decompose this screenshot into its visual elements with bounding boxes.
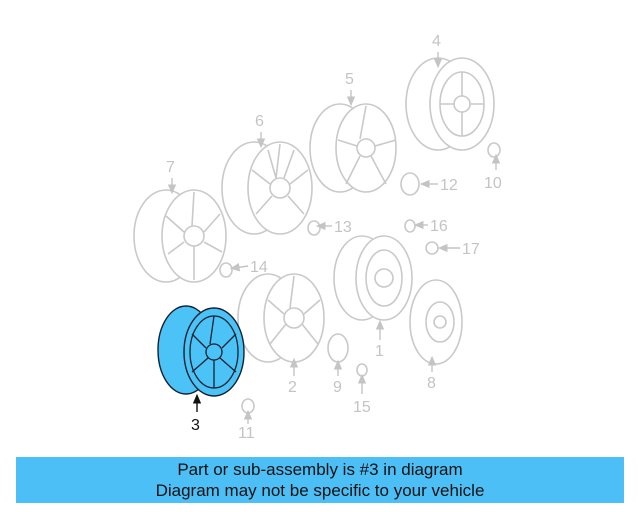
callout-3: 3 <box>191 417 200 434</box>
callout-16: 16 <box>430 218 448 235</box>
callout-11: 11 <box>238 425 255 442</box>
banner-line-2: Diagram may not be specific to your vehi… <box>155 481 485 500</box>
hubcap-8 <box>409 279 463 365</box>
wheel-3-highlighted[interactable] <box>157 305 245 397</box>
callout-10: 10 <box>484 175 502 192</box>
callout-7: 7 <box>166 159 175 176</box>
info-banner: Part or sub-assembly is #3 in diagram Di… <box>16 457 624 503</box>
wheel-6 <box>221 141 313 235</box>
parts-diagram: 4 5 6 7 10 12 13 16 17 14 1 2 9 8 15 11 … <box>133 33 502 442</box>
banner-line-1: Part or sub-assembly is #3 in diagram <box>177 460 463 479</box>
callout-9: 9 <box>333 379 342 396</box>
small-parts <box>219 142 501 414</box>
callout-12: 12 <box>440 177 458 194</box>
wheel-4 <box>405 57 495 151</box>
callout-13: 13 <box>334 219 352 236</box>
wheel-1 <box>333 235 413 321</box>
callout-14: 14 <box>250 259 268 276</box>
leader-lines <box>167 52 501 424</box>
callout-5: 5 <box>345 71 354 88</box>
callout-2: 2 <box>288 379 297 396</box>
callout-17: 17 <box>462 241 480 258</box>
wheel-7 <box>133 189 227 283</box>
callout-6: 6 <box>255 113 264 130</box>
wheel-5 <box>309 103 397 193</box>
callout-8: 8 <box>427 375 436 392</box>
wheel-2 <box>237 273 325 363</box>
callout-1: 1 <box>375 343 384 360</box>
callout-15: 15 <box>353 399 371 416</box>
callout-4: 4 <box>432 33 441 50</box>
